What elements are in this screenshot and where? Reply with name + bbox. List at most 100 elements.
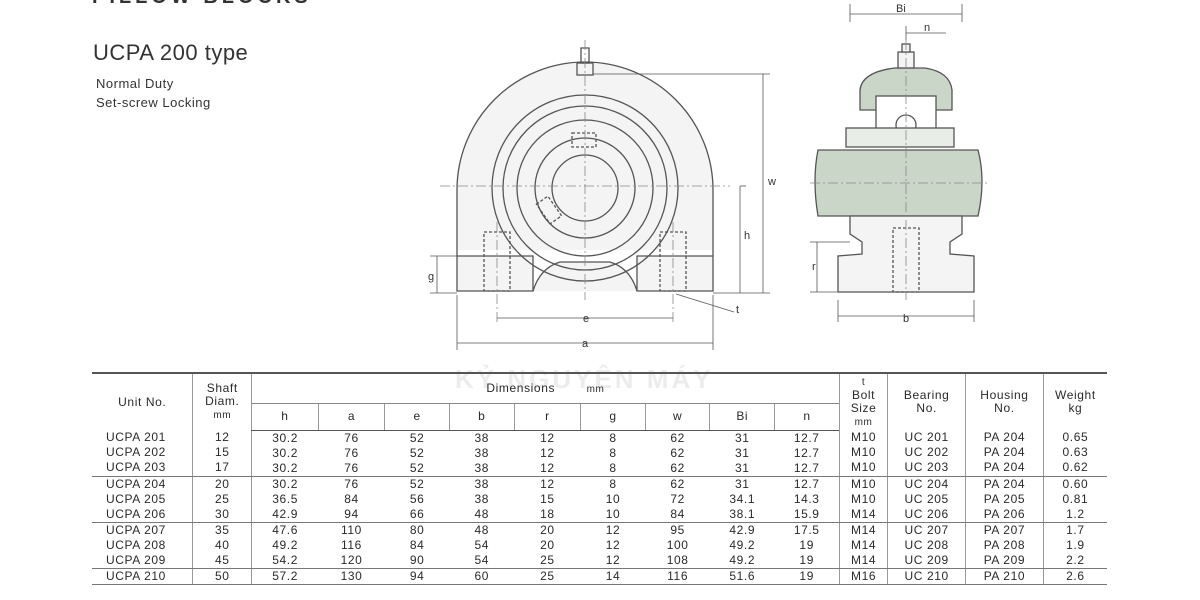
cell-value: 49.2 (272, 537, 298, 552)
cell-value: M16 (850, 568, 877, 583)
cell-value: 2.2 (1066, 552, 1085, 567)
cell-value: 116 (341, 537, 362, 552)
table-cell: 116 (645, 568, 710, 585)
cell-value: 17 (214, 460, 230, 475)
cell-value: 38 (474, 476, 490, 491)
cell-value: 31 (734, 445, 750, 460)
col-bolt-size: t Bolt Size mm (838, 372, 888, 430)
dim-label-w: w (767, 176, 776, 188)
cell-value: 49.2 (729, 537, 756, 552)
cell-value: 30.2 (272, 476, 298, 491)
cell-value: 52 (409, 476, 425, 491)
cell-value: UCPA 204 (106, 476, 166, 491)
table-cell: 130 (318, 568, 385, 585)
col-e: e (384, 403, 450, 431)
col-w: w (644, 403, 710, 431)
technical-drawing: w h g e a t (428, 3, 990, 350)
cell-value: UC 203 (904, 460, 949, 475)
cell-value: 15 (214, 445, 230, 460)
cell-value: M14 (850, 522, 877, 537)
cell-value: PA 204 (983, 445, 1026, 460)
cell-value: UCPA 202 (106, 445, 166, 460)
cell-value: 56 (409, 491, 425, 506)
col-r: r (513, 403, 581, 431)
cell-value: 12.7 (793, 460, 820, 475)
cell-value: 130 (340, 568, 363, 583)
cell-value: 25 (214, 491, 230, 506)
dim-label-g: g (428, 271, 434, 283)
dim-label-a: a (582, 338, 589, 350)
col-n: n (774, 403, 840, 431)
cell-value: 62 (670, 476, 685, 491)
cell-value: PA 204 (983, 430, 1026, 445)
table-cell: PA 210 (965, 568, 1044, 585)
table-cell: 60 (449, 568, 515, 585)
cell-value: 20 (540, 537, 555, 552)
cell-value: 42.9 (272, 506, 298, 521)
cell-value: 12 (540, 460, 555, 475)
cell-value: 30 (214, 506, 230, 521)
cell-value: 15 (540, 491, 555, 506)
cell-value: M10 (850, 430, 877, 445)
cell-value: UC 206 (904, 506, 949, 521)
table-cell: UCPA 210 (92, 568, 193, 585)
dim-label-e: e (583, 313, 589, 325)
cell-value: 12 (214, 430, 230, 445)
cell-value: 25 (540, 568, 555, 583)
cell-value: 38 (474, 491, 490, 506)
cell-value: 76 (344, 445, 359, 460)
cell-value: 38 (474, 430, 490, 445)
side-view-labels: Bi n r b (812, 3, 930, 325)
cell-value: 12 (605, 522, 621, 537)
cell-value: 34.1 (729, 491, 756, 506)
cell-value: 48 (474, 506, 490, 521)
cell-value: 8 (609, 445, 617, 460)
dim-label-n: n (924, 22, 930, 34)
table-cell: 19 (774, 568, 840, 585)
table-cell: 14 (580, 568, 646, 585)
cell-value: 94 (344, 506, 359, 521)
cell-value: UC 205 (904, 491, 949, 506)
cell-value: 95 (670, 522, 685, 537)
cell-value: 76 (344, 430, 359, 445)
col-dimensions: Dimensions mm (251, 372, 840, 404)
cell-value: 80 (409, 522, 425, 537)
cell-value: 12 (605, 537, 621, 552)
front-view-labels: w h g e a t (428, 176, 776, 350)
cell-value: 30.2 (272, 430, 298, 445)
cell-value: 57.2 (272, 568, 298, 583)
cell-value: UCPA 208 (106, 537, 166, 552)
cell-value: 76 (344, 476, 359, 491)
table-cell: 25 (514, 568, 581, 585)
cell-value: 62 (670, 445, 685, 460)
cell-value: 108 (666, 552, 689, 567)
cell-value: 8 (609, 430, 617, 445)
page-heading-cut: PILLOW BLOCKS (92, 0, 312, 9)
cell-value: 52 (409, 445, 425, 460)
cell-value: 0.62 (1062, 460, 1089, 475)
cell-value: UC 209 (904, 552, 949, 567)
cell-value: UCPA 203 (106, 460, 166, 475)
table-cell: M16 (838, 568, 888, 585)
cell-value: 72 (670, 491, 685, 506)
cell-value: UCPA 209 (106, 552, 166, 567)
cell-value: 20 (540, 522, 555, 537)
cell-value: PA 205 (983, 491, 1026, 506)
col-g: g (580, 403, 646, 431)
cell-value: UC 201 (904, 430, 949, 445)
